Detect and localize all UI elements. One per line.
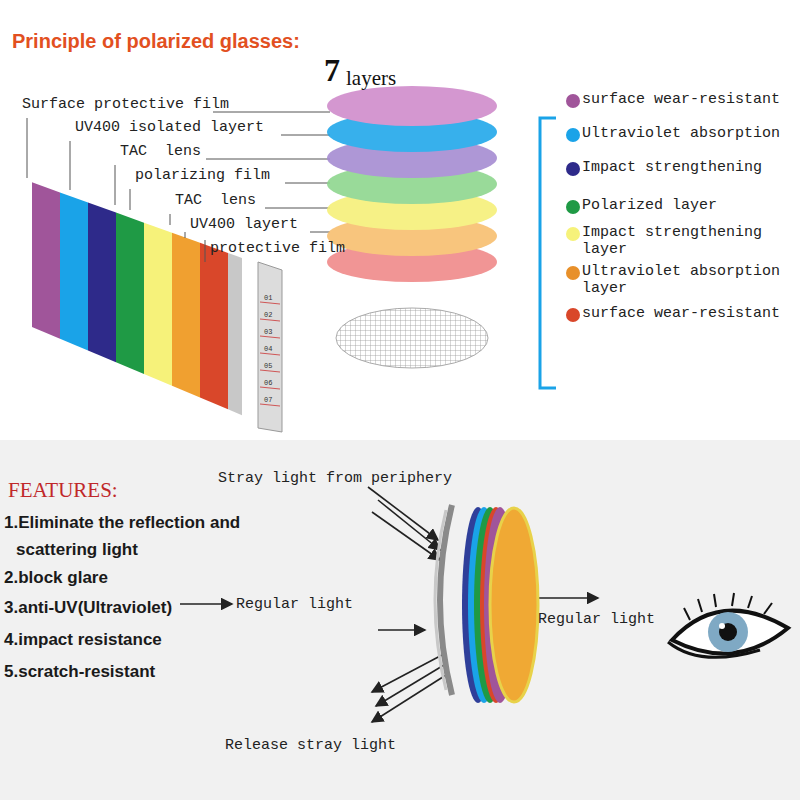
legend-text: surface wear-resistant	[582, 306, 786, 323]
layer-strip	[172, 233, 200, 398]
layer-strip	[32, 182, 60, 338]
layer-strip	[88, 202, 116, 362]
legend-row: Impact strengthening layer	[566, 225, 786, 258]
feature-item: 4.impact resistance	[4, 630, 162, 650]
legend-swatch	[566, 308, 580, 322]
legend-text: Polarized layer	[582, 198, 786, 215]
layer-strip	[60, 192, 88, 350]
count-number: 7	[324, 52, 340, 89]
legend-text: Impact strengthening layer	[582, 225, 786, 258]
layer-strip	[116, 213, 144, 375]
layer-name: TAC lens	[175, 192, 256, 209]
callout-number: 04	[264, 345, 272, 353]
legend-swatch	[566, 162, 580, 176]
callout-number: 06	[264, 379, 272, 387]
layer-strip	[228, 253, 242, 415]
layer-name: polarizing film	[135, 167, 270, 184]
legend-text: Ultraviolet absorption	[582, 126, 786, 143]
feature-item: 2.block glare	[4, 568, 108, 588]
callout-number: 02	[264, 311, 272, 319]
layer-name: UV400 layert	[190, 216, 298, 233]
count-word: layers	[346, 66, 396, 90]
legend-text: Ultraviolet absorption layer	[582, 264, 786, 297]
legend-text: surface wear-resistant	[582, 92, 786, 109]
legend-row: Impact strengthening	[566, 160, 786, 177]
legend-swatch	[566, 227, 580, 241]
legend-swatch	[566, 94, 580, 108]
legend-row: Ultraviolet absorption	[566, 126, 786, 143]
callout-number: 03	[264, 328, 272, 336]
layer-name: UV400 isolated layert	[75, 119, 264, 136]
layer-name: TAC lens	[120, 143, 201, 160]
callout-number: 05	[264, 362, 272, 370]
callout-number: 01	[264, 294, 272, 302]
legend-swatch	[566, 128, 580, 142]
feature-item: 3.anti-UV(Ultraviolet)	[4, 598, 172, 618]
layer-strip	[144, 223, 172, 386]
legend-swatch	[566, 200, 580, 214]
legend-text: Impact strengthening	[582, 160, 786, 177]
callout-number: 07	[264, 396, 272, 404]
legend-row: surface wear-resistant	[566, 92, 786, 109]
arrow-label: Regular light	[538, 611, 655, 628]
feature-item: 1.Eliminate the reflection and scatterin…	[4, 509, 316, 563]
title: Principle of polarized glasses:	[12, 30, 300, 53]
feature-item: 5.scratch-resistant	[4, 662, 155, 682]
legend-swatch	[566, 266, 580, 280]
layer-strip	[200, 243, 228, 410]
arrow-label: Stray light from periphery	[218, 470, 452, 487]
legend-row: Polarized layer	[566, 198, 786, 215]
legend-row: surface wear-resistant	[566, 306, 786, 323]
layer-name: Surface protective film	[22, 96, 229, 113]
layer-name: protective film	[210, 240, 345, 257]
legend-row: Ultraviolet absorption layer	[566, 264, 786, 297]
arrow-label: Release stray light	[225, 737, 396, 754]
features-heading: FEATURES:	[8, 478, 118, 502]
arrow-label: Regular light	[236, 596, 353, 613]
